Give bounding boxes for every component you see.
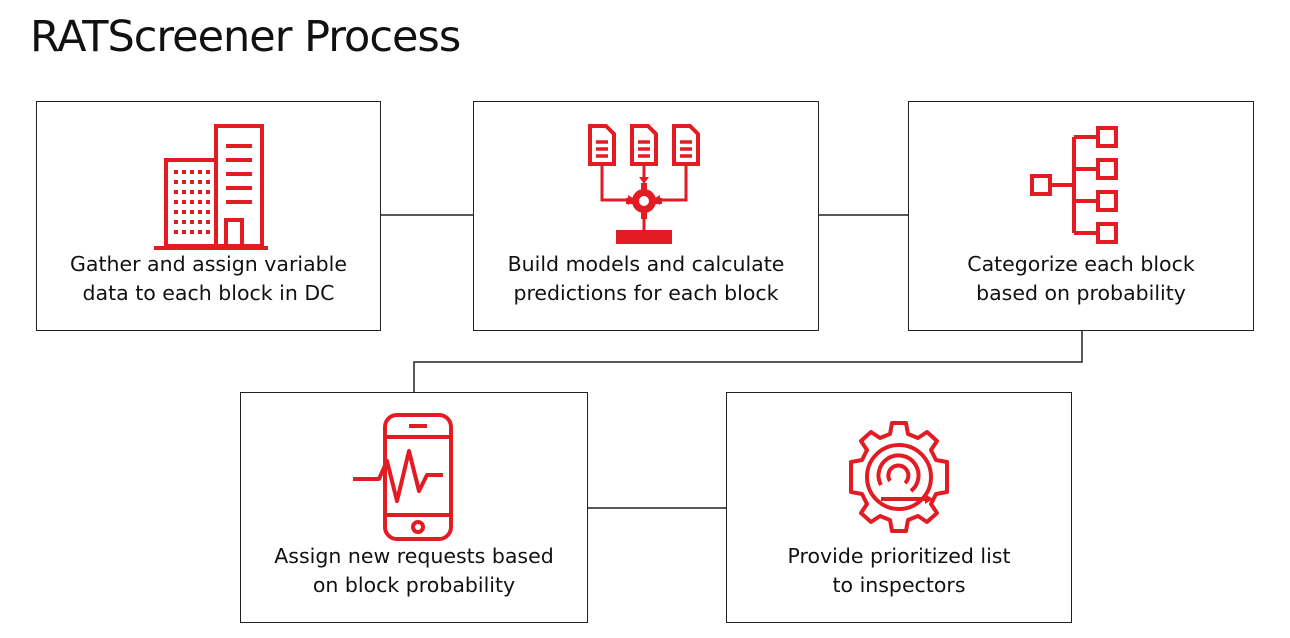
- step-1-label: Gather and assign variable data to each …: [70, 252, 347, 305]
- step-2-label: Build models and calculate predictions f…: [507, 252, 785, 305]
- building-icon: [153, 124, 268, 250]
- step-5-label: Provide prioritized list to inspectors: [787, 544, 1011, 597]
- model-gear-icon: [588, 124, 700, 244]
- step-4-box: Assign new requests based on block proba…: [240, 392, 588, 623]
- hierarchy-icon: [1030, 126, 1118, 244]
- step-3-box: Categorize each block based on probabili…: [908, 101, 1254, 331]
- gear-cycle-icon: [849, 421, 949, 533]
- connector-3-4: [413, 331, 1083, 392]
- step-4-label: Assign new requests based on block proba…: [274, 544, 554, 597]
- step-5-box: Provide prioritized list to inspectors: [726, 392, 1072, 623]
- phone-pulse-icon: [353, 413, 453, 541]
- step-3-label: Categorize each block based on probabili…: [967, 252, 1195, 305]
- page-title: RATScreener Process: [30, 12, 461, 62]
- step-2-box: Build models and calculate predictions f…: [473, 101, 819, 331]
- step-1-box: Gather and assign variable data to each …: [36, 101, 381, 331]
